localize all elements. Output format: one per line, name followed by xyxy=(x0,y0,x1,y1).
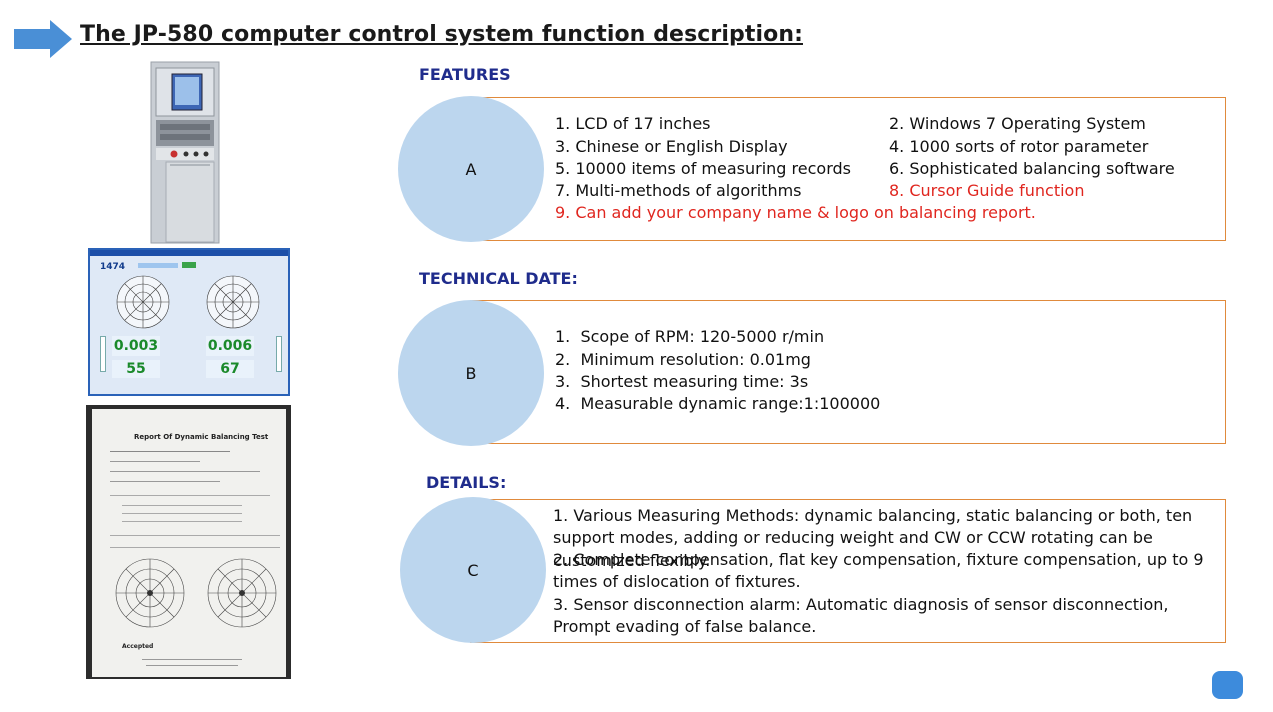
polar-chart-icon xyxy=(116,275,260,329)
feature-item: 7. Multi-methods of algorithms xyxy=(555,181,802,200)
report-result: Accepted xyxy=(122,643,154,650)
feature-item: 6. Sophisticated balancing software xyxy=(889,159,1175,178)
chat-button[interactable] xyxy=(1212,671,1243,699)
screen-counter: 1474 xyxy=(100,262,126,272)
machine-cabinet-image xyxy=(148,60,222,245)
technical-box xyxy=(470,300,1226,444)
details-item: 2. Complete compensation, flat key compe… xyxy=(553,550,1204,592)
marker-label: B xyxy=(465,363,477,383)
right-value: 0.006 xyxy=(206,336,254,356)
page-title: The JP-580 computer control system funct… xyxy=(80,22,803,47)
report-polar-chart-icon xyxy=(115,558,277,628)
left-angle: 55 xyxy=(112,360,160,378)
section-marker-a: A xyxy=(398,96,544,242)
left-value: 0.003 xyxy=(112,336,160,356)
feature-item: 3. Chinese or English Display xyxy=(555,137,788,156)
technical-heading: TECHNICAL DATE: xyxy=(419,269,578,288)
feature-item-highlight: 8. Cursor Guide function xyxy=(889,181,1085,200)
details-box xyxy=(470,499,1226,643)
technical-item: 4. Measurable dynamic range:1:100000 xyxy=(555,394,881,413)
technical-item: 3. Shortest measuring time: 3s xyxy=(555,372,809,391)
software-screen-image: 1474 0.003 0.006 55 67 xyxy=(88,248,290,396)
right-angle: 67 xyxy=(206,360,254,378)
section-marker-b: B xyxy=(398,300,544,446)
marker-label: C xyxy=(467,560,479,580)
feature-item: 2. Windows 7 Operating System xyxy=(889,114,1146,133)
details-item: 1. Various Measuring Methods: dynamic ba… xyxy=(553,506,1193,570)
feature-item: 4. 1000 sorts of rotor parameter xyxy=(889,137,1149,156)
marker-label: A xyxy=(465,159,477,179)
features-box xyxy=(470,97,1226,241)
technical-item: 2. Minimum resolution: 0.01mg xyxy=(555,350,811,369)
feature-item-highlight: 9. Can add your company name & logo on b… xyxy=(555,203,1036,222)
arrow-right-icon xyxy=(14,20,72,58)
technical-item: 1. Scope of RPM: 120-5000 r/min xyxy=(555,327,825,346)
section-marker-c: C xyxy=(400,497,546,643)
balancing-report-image: Report Of Dynamic Balancing Test Accepte… xyxy=(86,405,291,679)
details-item: 3. Sensor disconnection alarm: Automatic… xyxy=(553,595,1169,637)
features-heading: FEATURES xyxy=(419,65,511,84)
feature-item: 1. LCD of 17 inches xyxy=(555,114,711,133)
details-heading: DETAILS: xyxy=(426,473,507,492)
feature-item: 5. 10000 items of measuring records xyxy=(555,159,851,178)
report-title: Report Of Dynamic Balancing Test xyxy=(134,433,269,441)
